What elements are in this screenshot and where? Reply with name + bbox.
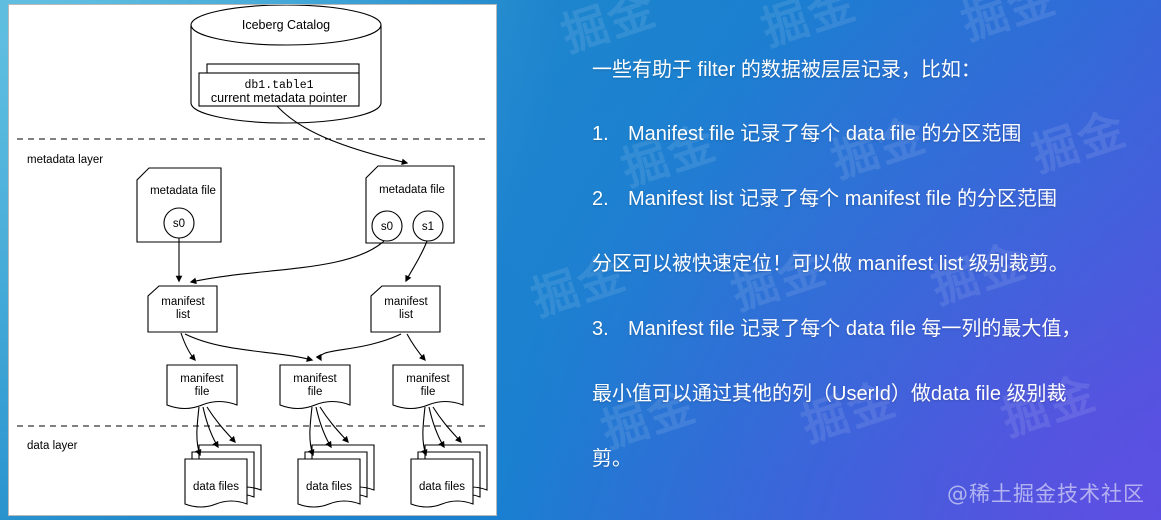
manifest-list-label-right-2: list <box>399 309 414 321</box>
arrow-mfile1-to-data1 <box>202 406 219 449</box>
notes-item-3-line3: 剪。 <box>592 448 632 470</box>
metadata-file-label-right: metadata file <box>379 184 445 196</box>
metadata-file-box-left <box>136 167 222 243</box>
snapshot-label-s0-left: s0 <box>173 218 185 230</box>
arrow-mfile3-to-data3 <box>421 406 428 457</box>
catalog-pointer-label: current metadata pointer <box>211 91 347 105</box>
manifest-list-box-right <box>370 285 441 333</box>
notes-note-line: 分区可以被快速定位！可以做 manifest list 级别裁剪。 <box>592 253 1069 275</box>
data-files-label-2: data files <box>306 481 352 493</box>
manifest-file-box-2 <box>279 364 351 410</box>
manifest-file-label-1b: file <box>195 386 210 398</box>
notes-item-3-number: 3. <box>592 318 609 340</box>
snapshot-circle-s0 <box>371 210 403 242</box>
manifest-file-label-2a: manifest <box>293 373 337 385</box>
manifest-file-label-2b: file <box>308 386 323 398</box>
data-layer-label: data layer <box>27 440 78 452</box>
iceberg-architecture-diagram: Iceberg Catalog db1.table1 current metad… <box>8 4 497 516</box>
manifest-file-label-3a: manifest <box>406 373 450 385</box>
arrow-mfile3-to-data3 <box>432 406 462 443</box>
manifest-list-box-left <box>147 285 218 333</box>
arrow-mlist-left-to-mfile-1 <box>180 332 196 362</box>
manifest-file-box-3 <box>392 364 464 410</box>
snapshot-label-s1-right: s1 <box>422 221 434 233</box>
arrow-mfile2-to-data2 <box>315 406 332 449</box>
arrow-mlist-right-to-mfile-2 <box>315 333 402 362</box>
metadata-layer-label: metadata layer <box>27 154 103 166</box>
arrow-mfile2-to-data2 <box>319 406 349 443</box>
manifest-file-label-3b: file <box>421 386 436 398</box>
notes-item-3-line2: 最小值可以通过其他的列（UserId）做data file 级别裁 <box>592 383 1067 405</box>
arrow-s1-to-manifest-list-right <box>405 240 428 283</box>
arrow-s0r-to-manifest-list-left <box>189 240 385 285</box>
arrow-catalog-to-metadata <box>276 105 409 166</box>
catalog-card-front <box>198 72 360 107</box>
arrow-mfile2-to-data2 <box>308 406 315 457</box>
arrow-mlist-left-to-mfile-2 <box>184 333 314 362</box>
notes-column: 一些有助于 filter 的数据被层层记录，比如： 1. Manifest fi… <box>592 0 1152 520</box>
catalog-title: Iceberg Catalog <box>242 18 330 32</box>
manifest-file-box-1 <box>166 364 238 410</box>
data-files-stack-3 <box>410 444 488 508</box>
data-files-stack-1 <box>184 444 262 508</box>
snapshot-circle-s1 <box>412 210 444 242</box>
notes-item-2-text: Manifest list 记录了每个 manifest file 的分区范围 <box>628 188 1057 210</box>
notes-item-2: 2. Manifest list 记录了每个 manifest file 的分区… <box>592 186 1057 212</box>
notes-item-3-line1: Manifest file 记录了每个 data file 每一列的最大值， <box>628 318 1082 340</box>
catalog-pointer-table: db1.table1 <box>244 79 313 92</box>
community-watermark: @稀土掘金技术社区 <box>947 482 1145 506</box>
manifest-list-label-left-1: manifest <box>161 296 205 308</box>
metadata-file-label-left: metadata file <box>150 185 216 197</box>
notes-item-1: 1. Manifest file 记录了每个 data file 的分区范围 <box>592 121 1021 147</box>
notes-item-2-number: 2. <box>592 188 609 210</box>
metadata-file-box-right <box>365 165 455 244</box>
arrow-mfile1-to-data1 <box>195 406 202 457</box>
manifest-file-label-1a: manifest <box>180 373 224 385</box>
arrow-mfile3-to-data3 <box>428 406 445 449</box>
manifest-list-label-left-2: list <box>176 309 191 321</box>
notes-item-3: 3. Manifest file 记录了每个 data file 每一列的最大值… <box>592 316 1081 342</box>
data-files-label-1: data files <box>193 481 239 493</box>
notes-item-1-text: Manifest file 记录了每个 data file 的分区范围 <box>628 123 1022 145</box>
data-files-stack-2 <box>297 444 375 508</box>
arrow-mfile1-to-data1 <box>206 406 236 443</box>
snapshot-label-s0-right: s0 <box>381 221 393 233</box>
iceberg-catalog-cylinder <box>190 5 382 124</box>
diagram-canvas: Iceberg Catalog db1.table1 current metad… <box>17 5 488 508</box>
notes-heading: 一些有助于 filter 的数据被层层记录，比如： <box>592 59 981 81</box>
manifest-list-label-right-1: manifest <box>384 296 428 308</box>
arrow-mlist-right-to-mfile-3 <box>406 333 426 362</box>
notes-item-1-number: 1. <box>592 123 609 145</box>
data-files-label-3: data files <box>419 481 465 493</box>
